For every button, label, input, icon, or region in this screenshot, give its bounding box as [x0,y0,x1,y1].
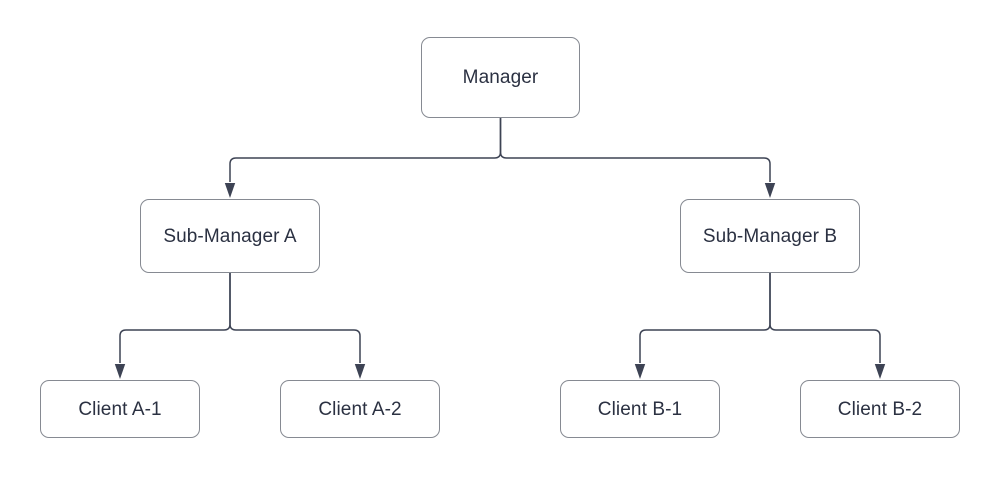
arrowhead-icon [114,364,126,379]
arrowhead-icon [764,183,776,198]
connector-sub_b-to-client_b1 [639,273,771,363]
node-label-sub_b: Sub-Manager B [702,225,838,247]
connector-sub_a-to-client_a1 [119,273,231,363]
node-label-client_b1: Client B-1 [597,398,683,420]
node-sub_b[interactable]: Sub-Manager B [680,199,860,273]
connector-manager-to-sub_b [499,118,771,182]
connector-manager-to-sub_a [229,118,502,182]
node-client_b2[interactable]: Client B-2 [800,380,960,438]
connector-sub_b-to-client_b2 [769,273,881,363]
arrowhead-icon [634,364,646,379]
node-sub_a[interactable]: Sub-Manager A [140,199,320,273]
arrowhead-icon [874,364,886,379]
node-label-client_a1: Client A-1 [78,398,162,420]
node-label-manager: Manager [462,67,539,88]
node-client_a1[interactable]: Client A-1 [40,380,200,438]
node-label-sub_a: Sub-Manager A [163,225,297,247]
node-label-client_a2: Client A-2 [318,398,402,420]
arrowhead-icon [354,364,366,379]
arrowhead-icon [224,183,236,198]
connector-sub_a-to-client_a2 [229,273,361,363]
node-label-client_b2: Client B-2 [837,398,923,420]
node-client_a2[interactable]: Client A-2 [280,380,440,438]
node-client_b1[interactable]: Client B-1 [560,380,720,438]
node-manager[interactable]: Manager [421,37,580,118]
